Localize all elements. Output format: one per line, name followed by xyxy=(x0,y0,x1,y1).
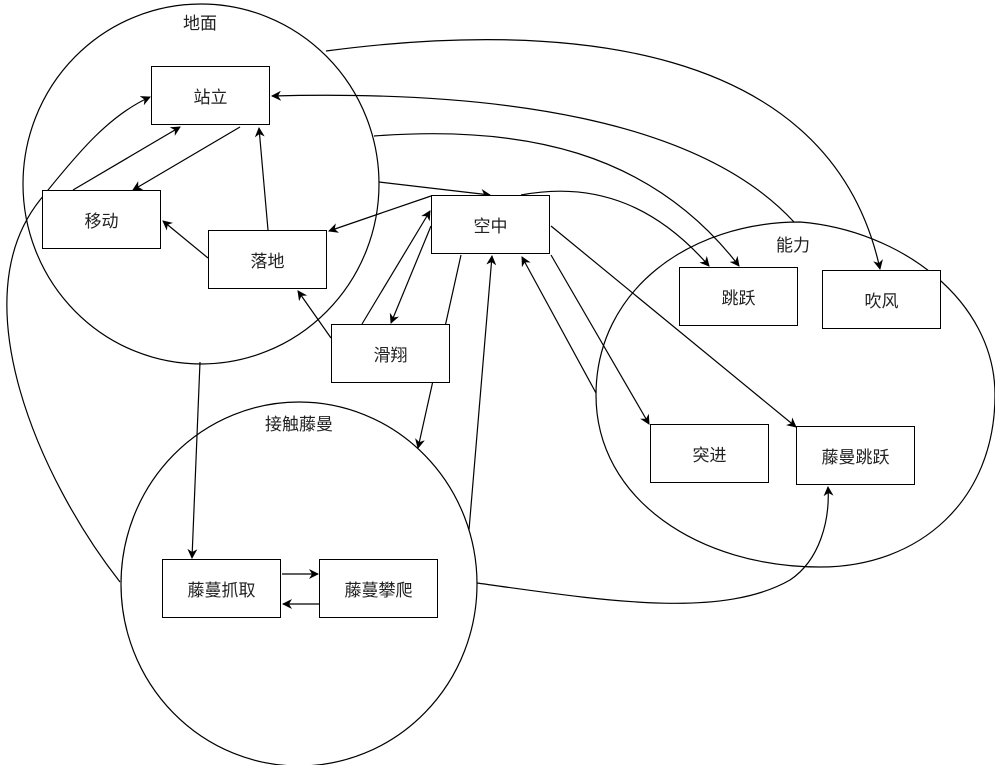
node-air[interactable]: 空中 xyxy=(431,195,550,254)
edge-glide-air xyxy=(361,210,431,325)
node-vine-grab[interactable]: 藤蔓抓取 xyxy=(162,559,281,618)
edge-ability-stand xyxy=(271,90,795,223)
node-stand[interactable]: 站立 xyxy=(151,66,270,125)
edge-ground-jump xyxy=(373,133,740,267)
node-dash[interactable]: 突进 xyxy=(650,424,769,483)
edge-ground-blow xyxy=(325,39,883,270)
node-move[interactable]: 移动 xyxy=(42,190,161,249)
group-vine-circle xyxy=(120,401,478,765)
edge-ability-air xyxy=(521,256,597,394)
edge-air-land xyxy=(328,195,432,233)
edge-glide-land xyxy=(297,290,332,339)
node-blow[interactable]: 吹风 xyxy=(822,270,941,329)
node-land[interactable]: 落地 xyxy=(208,230,327,289)
edge-ground-air xyxy=(378,181,491,199)
edge-land-move xyxy=(162,220,209,259)
node-jump[interactable]: 跳跃 xyxy=(679,267,798,326)
group-ground-circle xyxy=(22,3,380,365)
edge-move-stand xyxy=(72,126,181,191)
group-vine-label: 接触藤曼 xyxy=(265,415,333,435)
node-vine-jump[interactable]: 藤曼跳跃 xyxy=(796,426,915,485)
edge-air-dash xyxy=(550,254,650,425)
group-ability-label: 能力 xyxy=(776,236,810,256)
edge-air-vine-jump xyxy=(550,225,797,428)
group-ability-ellipse xyxy=(595,221,995,568)
node-vine-climb[interactable]: 藤蔓攀爬 xyxy=(319,559,438,618)
edge-vine-air xyxy=(468,255,497,531)
edge-air-glide xyxy=(389,225,432,324)
edge-stand-move xyxy=(132,126,241,191)
edge-air-jump xyxy=(520,190,710,267)
node-glide[interactable]: 滑翔 xyxy=(331,324,450,383)
group-ground-label: 地面 xyxy=(183,14,217,34)
edge-vine-stand xyxy=(6,96,151,583)
edge-ground-vine-grab xyxy=(187,361,201,559)
edge-land-stand xyxy=(254,127,269,231)
edge-vine-vine-jump xyxy=(476,486,834,604)
